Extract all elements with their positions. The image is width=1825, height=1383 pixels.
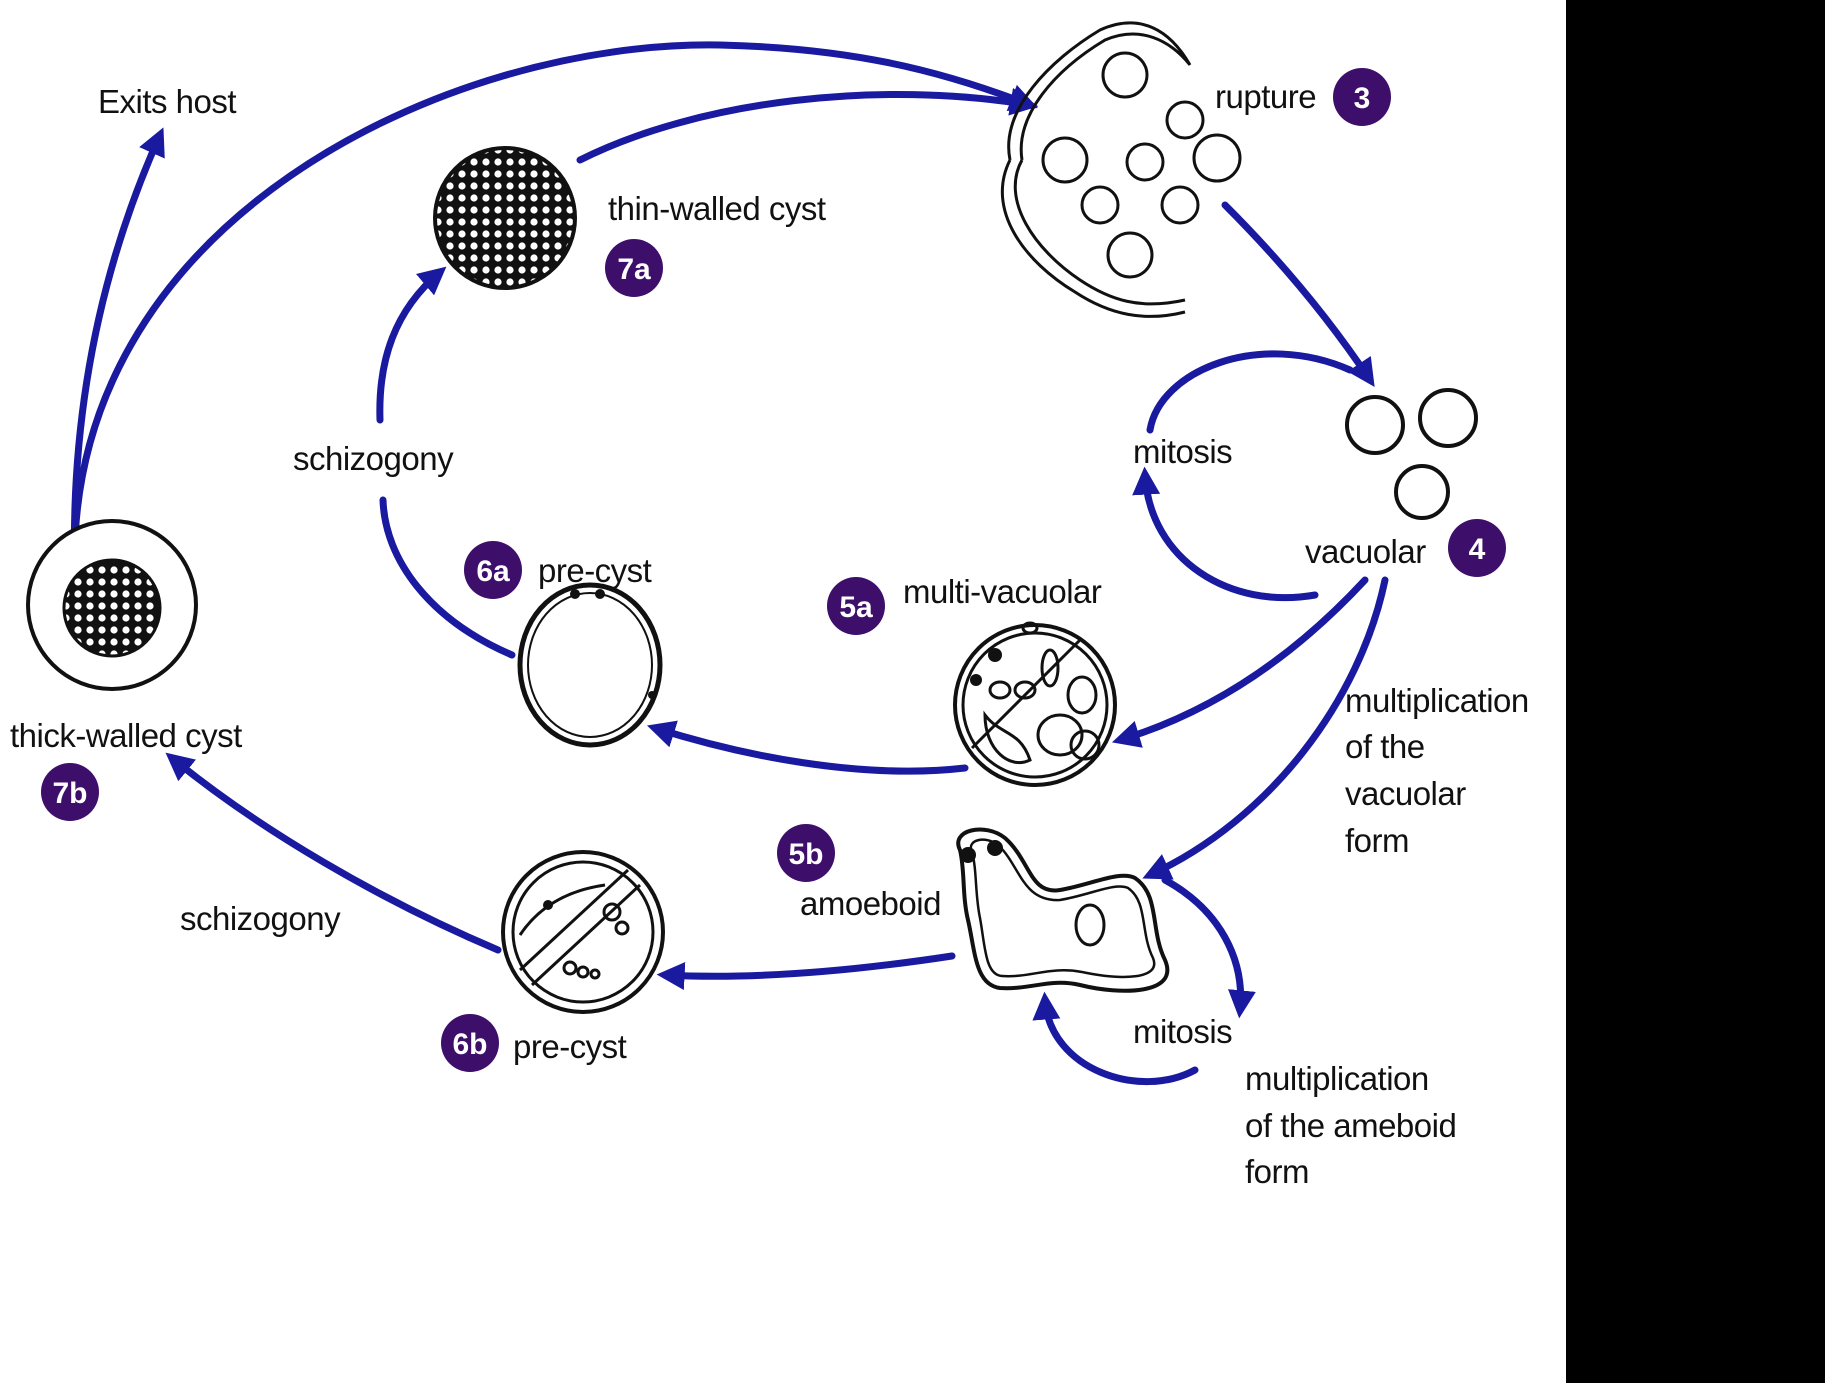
badge-7a: 7a xyxy=(605,239,663,297)
badge-5a: 5a xyxy=(827,577,885,635)
arrow-schizogony-to-thin xyxy=(380,272,440,420)
multiplication-ameboid-line-3: form xyxy=(1245,1153,1309,1190)
badge-6a: 6a xyxy=(464,541,522,599)
svg-text:5a: 5a xyxy=(839,591,873,624)
mitosis-top-label: mitosis xyxy=(1133,433,1232,470)
thin-walled-cyst-cell xyxy=(435,148,575,288)
svg-text:5b: 5b xyxy=(788,838,823,871)
badge-3: 3 xyxy=(1333,68,1391,126)
arrow-amoeboid-to-precyst-b xyxy=(665,956,952,976)
pre-cyst-a-label: pre-cyst xyxy=(538,552,652,589)
thick-walled-cyst-cell xyxy=(28,521,196,689)
mitosis-bottom-label: mitosis xyxy=(1133,1013,1232,1050)
amoeboid-cell xyxy=(958,829,1167,990)
svg-text:6a: 6a xyxy=(476,555,510,588)
multiplication-vacuolar-line-3: vacuolar xyxy=(1345,775,1466,812)
multiplication-ameboid-line-1: multiplication xyxy=(1245,1060,1429,1097)
thick-walled-cyst-label: thick-walled cyst xyxy=(10,717,242,754)
exits-host-label: Exits host xyxy=(98,83,236,120)
badge-5b: 5b xyxy=(777,824,835,882)
vacuolar-label: vacuolar xyxy=(1305,533,1426,570)
svg-text:4: 4 xyxy=(1469,533,1486,566)
life-cycle-diagram: Exits host thin-walled cyst rupture mito… xyxy=(0,0,1566,1383)
arrow-thick-cyst-to-rupture xyxy=(75,45,1030,580)
schizogony-top-label: schizogony xyxy=(293,440,454,477)
badge-6b: 6b xyxy=(441,1014,499,1072)
thin-walled-cyst-label: thin-walled cyst xyxy=(608,190,826,227)
arrow-mitosis-top-upper xyxy=(1150,354,1350,430)
diagram-canvas: Exits host thin-walled cyst rupture mito… xyxy=(0,0,1568,1383)
svg-text:7b: 7b xyxy=(52,777,87,810)
badge-7b: 7b xyxy=(41,763,99,821)
multiplication-vacuolar-line-4: form xyxy=(1345,822,1409,859)
pre-cyst-b-cell xyxy=(503,852,663,1012)
pre-cyst-a-cell xyxy=(520,585,660,745)
arrow-mitosis-top xyxy=(1145,475,1315,598)
badge-4: 4 xyxy=(1448,519,1506,577)
multiplication-vacuolar-line-1: multiplication xyxy=(1345,682,1529,719)
multiplication-ameboid-line-2: of the ameboid xyxy=(1245,1107,1456,1144)
rupture-cell xyxy=(1002,23,1240,317)
multiplication-vacuolar-line-2: of the xyxy=(1345,728,1425,765)
amoeboid-label: amoeboid xyxy=(800,885,941,922)
arrow-amoeboid-mitosis-down xyxy=(1165,880,1241,1010)
rupture-label: rupture xyxy=(1215,78,1316,115)
svg-text:7a: 7a xyxy=(617,253,651,286)
pre-cyst-b-label: pre-cyst xyxy=(513,1028,627,1065)
arrow-thin-cyst-to-rupture xyxy=(580,94,1030,160)
arrow-multi-to-precyst-a xyxy=(655,728,965,771)
schizogony-bottom-label: schizogony xyxy=(180,900,341,937)
multi-vacuolar-label: multi-vacuolar xyxy=(903,573,1102,610)
svg-text:3: 3 xyxy=(1354,82,1371,115)
multi-vacuolar-cell xyxy=(955,623,1115,785)
svg-text:6b: 6b xyxy=(452,1028,487,1061)
vacuolar-cells xyxy=(1347,390,1476,518)
arrow-to-exits-host xyxy=(74,135,160,580)
